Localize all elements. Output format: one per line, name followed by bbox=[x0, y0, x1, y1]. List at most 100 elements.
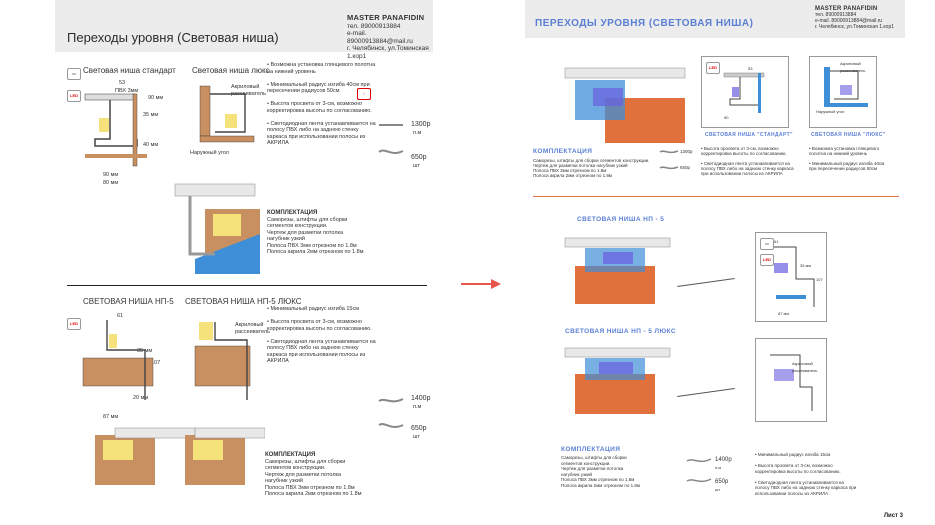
sheet-number: Лист 3 bbox=[883, 513, 903, 519]
thumb-np5-lux-drawing bbox=[770, 354, 813, 411]
thumb-np5-lux: Акриловый рассеиватель bbox=[755, 338, 827, 422]
r-profile-icon-2 bbox=[659, 166, 679, 170]
brand-email-r: e-mail. 89000913884@mail.ru bbox=[815, 18, 883, 24]
r-led-icon: LED bbox=[706, 62, 720, 74]
label-np5-lux: СВЕТОВАЯ НИША НП-5 ЛЮКС bbox=[185, 297, 302, 306]
r-divider bbox=[533, 196, 899, 197]
right-render-1 bbox=[564, 67, 686, 143]
r-note-a2: • Светодиодная лента устанавливается на … bbox=[701, 161, 794, 176]
r-price-icons-2 bbox=[686, 458, 712, 483]
price-1300: 1300р bbox=[411, 121, 431, 128]
r-kit-lines-2: Саморезы, штифты для сборки сегментов ко… bbox=[561, 455, 640, 488]
r-unit-pm: п.м bbox=[715, 465, 722, 470]
render-top-bar bbox=[174, 183, 256, 197]
dim-pvh: ПВХ 3мм bbox=[115, 88, 139, 94]
brand-name-r: MASTER PANAFIDIN bbox=[815, 6, 878, 12]
s2-notes: • Минимальный радиус изгиба 15см • Высот… bbox=[267, 306, 379, 365]
unit-pm: п.м bbox=[413, 130, 422, 136]
kit-line: Полоса ПВХ 3мм отрезном по 1.8м bbox=[267, 242, 357, 249]
r-dim-35: 35 мм bbox=[800, 263, 812, 268]
thumb-standard-drawing bbox=[723, 72, 765, 113]
left-brand-block: MASTER PANAFIDIN тел. 89000913884 e-mail… bbox=[347, 14, 433, 60]
warning-icon: ! bbox=[357, 88, 371, 100]
dim-61: 61 bbox=[117, 313, 124, 319]
render2-led-b bbox=[193, 440, 223, 460]
window-icon: ▭ bbox=[67, 68, 81, 80]
r-render-np5-lux bbox=[564, 347, 671, 414]
brand-name: MASTER PANAFIDIN bbox=[347, 13, 425, 22]
r-profile-icon-4 bbox=[686, 478, 712, 483]
r-price-650: 650р bbox=[680, 165, 691, 170]
r-connector-2 bbox=[677, 387, 735, 398]
render-profile bbox=[188, 196, 215, 256]
thumb-lux: Акриловый рассеиватель Наружный угол bbox=[809, 56, 877, 128]
kit-line: нагубник узкий bbox=[267, 236, 305, 242]
thumb-np5: 61 35 мм 107 87 мм bbox=[755, 232, 827, 322]
arrow-right-icon bbox=[461, 279, 501, 289]
section1-drawings bbox=[84, 85, 260, 274]
render2-bar-b bbox=[194, 427, 265, 439]
left-header-band bbox=[55, 0, 433, 52]
r-kit-line: Чертеж для разметки потолка нагубник узк… bbox=[533, 163, 628, 168]
r-price-icons bbox=[659, 150, 679, 170]
brand-phone: тел. 89000913884 bbox=[347, 22, 401, 30]
label-np5: СВЕТОВАЯ НИША НП-5 bbox=[83, 297, 174, 306]
r-kit-line: Саморезы, штифты для сборки сегментов ко… bbox=[533, 158, 650, 163]
r-note-b1: • Возможна установка глянцевого полотна … bbox=[809, 146, 880, 156]
profile-lux bbox=[210, 93, 246, 133]
r-kit-line: Саморезы, штифты для сборки bbox=[561, 455, 627, 460]
diffuser-label: Акриловый рассеиватель bbox=[231, 84, 266, 97]
render2-bar-a bbox=[114, 427, 196, 439]
kit-line: Полоса ПВХ 3мм отрезном по 1.8м bbox=[265, 484, 355, 491]
r1-bar bbox=[564, 67, 686, 79]
r3-bar bbox=[564, 347, 671, 358]
r2-orange bbox=[575, 266, 655, 304]
r-kit-line: Полоса акрила 2мм отрезном по 1.8м bbox=[533, 173, 612, 178]
r-kit-line: нагубник узкий bbox=[561, 471, 593, 477]
r2-led bbox=[603, 252, 633, 264]
r-kit-heading: КОМПЛЕКТАЦИЯ bbox=[533, 148, 593, 155]
wood-base-b bbox=[199, 135, 255, 143]
r-connector-1 bbox=[677, 277, 735, 288]
brand-phone-r: тел. 89000913884 bbox=[815, 12, 857, 18]
s2-note-2: • Высота просвета от 3-см, возможно корр… bbox=[267, 319, 372, 332]
r-dim-87: 87 мм bbox=[778, 311, 790, 316]
np5-profile bbox=[106, 320, 146, 400]
r-kit-line: Чертеж для разметки потолка bbox=[561, 466, 624, 471]
r-profile-icon-3 bbox=[686, 458, 712, 463]
price-1400: 1400р bbox=[411, 395, 431, 402]
r-window-icon: ▭ bbox=[760, 238, 774, 250]
r-profile-icon-1 bbox=[659, 150, 679, 154]
r-diffuser: Акриловый рассеиватель bbox=[840, 61, 866, 73]
r1-led-glow bbox=[593, 88, 623, 106]
brand-address-r: г. Челябинск, ул.Томинская 1.кор1 bbox=[815, 24, 895, 30]
r-note-c2: • Высота просвета от 3-см, возможно корр… bbox=[755, 463, 841, 474]
profile-icon-4 bbox=[378, 423, 404, 428]
kit-line: сегментов конструкции. bbox=[267, 223, 328, 229]
kit-line: Саморезы, штифты для сборки bbox=[267, 216, 348, 223]
brand-address: г. Челябинск, ул.Томинская 1.кор1 bbox=[347, 45, 429, 60]
led-glow-b bbox=[225, 114, 237, 128]
s1-note-2: • Минимальный радиус изгиба 40см при пер… bbox=[267, 81, 370, 95]
r-dim-90: 90 bbox=[724, 115, 729, 120]
s1-note-3: • Высота просвета от 3-см, возможно корр… bbox=[267, 101, 372, 114]
divider bbox=[67, 285, 427, 286]
r-kit-line: Полоса ПВХ 3мм отрезном по 1.8м bbox=[561, 477, 635, 482]
r-kit-line: Полоса акрила 2мм отрезном по 1.8м bbox=[561, 482, 640, 488]
r3-orange bbox=[575, 374, 655, 414]
r-dim-61: 61 bbox=[774, 239, 779, 244]
r-kit-lines: Саморезы, штифты для сборки сегментов ко… bbox=[533, 158, 649, 178]
dim-35: 35 мм bbox=[143, 112, 159, 118]
r-outer-corner: Наружный угол bbox=[816, 109, 845, 114]
dim-90a: 90 мм bbox=[103, 172, 119, 178]
r-dim-107: 107 bbox=[816, 277, 823, 282]
r-note-c3: • Светодиодная лента устанавливается на … bbox=[755, 479, 857, 496]
r-unit-sht: шт bbox=[715, 487, 721, 492]
section2-drawings bbox=[82, 320, 265, 485]
s1-notes: • Возможна установка глянцевого полотна … bbox=[267, 62, 379, 147]
r-label-standard: СВЕТОВАЯ НИША "СТАНДАРТ" bbox=[705, 132, 793, 138]
render-blue-floor bbox=[195, 234, 260, 274]
r-price-1300: 1300р bbox=[680, 149, 693, 154]
r-kit-heading-2: КОМПЛЕКТАЦИЯ bbox=[561, 446, 621, 453]
s2-note-1: • Минимальный радиус изгиба 15см bbox=[267, 306, 360, 312]
